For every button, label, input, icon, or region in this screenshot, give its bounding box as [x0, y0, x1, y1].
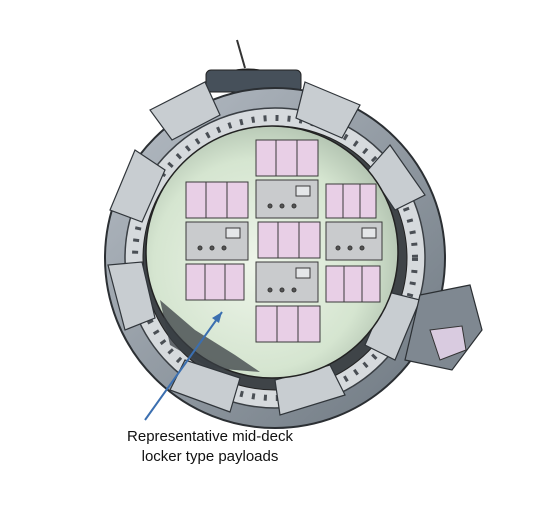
payload-callout-line-1: Representative mid-deck — [127, 428, 293, 445]
avionics-payload — [255, 261, 319, 303]
avionics-payload — [325, 221, 383, 261]
locker-payload — [257, 221, 321, 259]
locker-payload — [185, 263, 245, 301]
floor-structure — [160, 300, 260, 372]
avionics-payload — [255, 179, 319, 219]
avionics-payloads — [185, 179, 383, 303]
annotation-arrow — [144, 311, 223, 421]
payload-callout-line-2: locker type payloads — [141, 448, 279, 465]
locker-payloads — [185, 139, 381, 343]
top-fitting — [205, 39, 302, 93]
locker-payload — [325, 265, 381, 303]
hatch-segments — [107, 81, 426, 416]
side-berth-module — [404, 284, 483, 371]
locker-payload — [185, 181, 249, 219]
locker-payload — [325, 183, 377, 219]
avionics-payload — [185, 221, 249, 261]
locker-payload — [255, 139, 319, 177]
locker-payload — [255, 305, 321, 343]
